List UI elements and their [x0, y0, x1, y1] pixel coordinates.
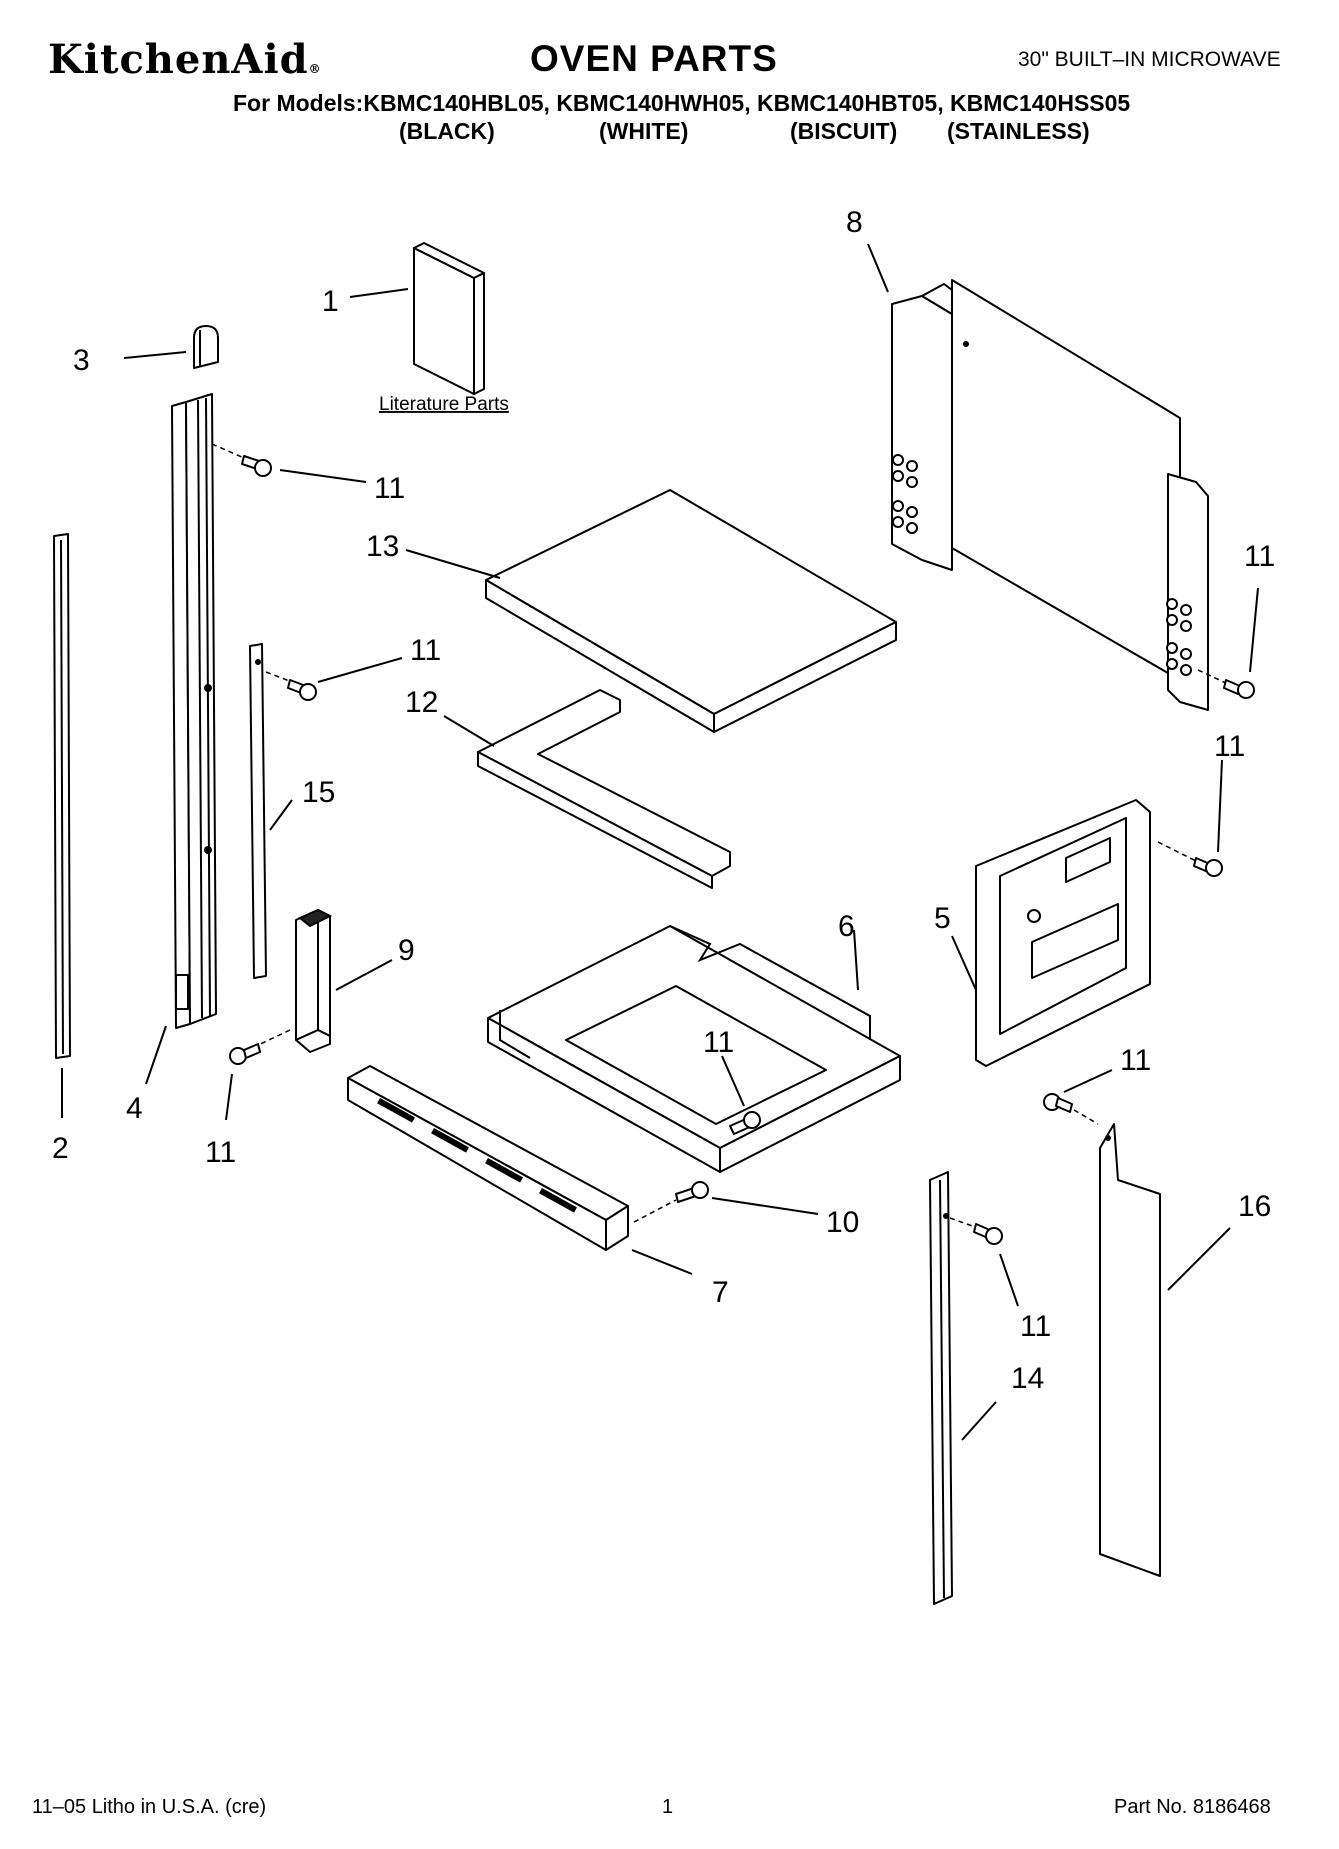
leader-line-11b	[317, 657, 403, 683]
callout-11-upper-right: 11	[1244, 540, 1275, 573]
leader-line-16	[1167, 1227, 1231, 1291]
side-insulation-panel	[1099, 1123, 1161, 1577]
leader-line-6	[853, 929, 859, 991]
screw-icon-11e	[1197, 669, 1255, 699]
leader-line-12	[443, 715, 495, 747]
right-side-panel	[891, 279, 1209, 711]
callout-11-top-left: 11	[374, 472, 405, 505]
part-number: Part No. 8186468	[1114, 1796, 1271, 1818]
leader-line-3	[123, 351, 187, 359]
leader-line-15	[269, 799, 293, 831]
leader-line-11d	[721, 1055, 745, 1107]
page-number: 1	[662, 1796, 674, 1818]
leader-line-11h	[999, 1253, 1019, 1307]
literature-parts-label: Literature Parts	[379, 394, 509, 415]
vent-holes-lower	[1166, 598, 1192, 676]
screw-icon-11h	[949, 1217, 1003, 1245]
callout-6: 6	[838, 910, 855, 943]
literature-booklet	[413, 242, 485, 395]
leader-line-13	[405, 549, 501, 579]
callout-4: 4	[126, 1092, 143, 1125]
leader-line-11e	[1249, 587, 1259, 673]
leader-line-11g	[1063, 1069, 1113, 1093]
bottom-tray-frame	[487, 925, 901, 1173]
callout-5: 5	[934, 902, 951, 935]
screw-icon-11b	[265, 671, 317, 701]
callout-15: 15	[302, 776, 335, 809]
screw-icon-11f	[1157, 841, 1223, 877]
callout-11-right: 11	[1120, 1044, 1151, 1077]
narrow-trim-strip	[249, 643, 267, 979]
color-label-stainless: (STAINLESS)	[947, 118, 1090, 144]
callout-16: 16	[1238, 1190, 1271, 1223]
callout-11-lower-left: 11	[205, 1136, 236, 1169]
product-type: 30" BUILT–IN MICROWAVE	[1018, 48, 1281, 71]
callout-1: 1	[322, 285, 339, 318]
leader-line-8	[867, 243, 889, 293]
brand-logo: KitchenAid®	[48, 36, 322, 83]
callout-11-mid-right: 11	[1214, 730, 1245, 763]
leader-line-11c	[225, 1073, 233, 1121]
leader-line-1	[349, 288, 409, 298]
vent-holes-upper	[892, 454, 918, 534]
page-title: OVEN PARTS	[530, 38, 778, 79]
color-label-black: (BLACK)	[399, 118, 495, 144]
callout-3: 3	[73, 344, 90, 377]
leader-line-9	[335, 959, 393, 991]
callout-11-mid-left: 11	[410, 634, 441, 667]
callout-9: 9	[398, 934, 415, 967]
side-trim-rod	[53, 533, 71, 1059]
screw-icon-11a	[211, 443, 272, 477]
front-vent-grille	[347, 1065, 629, 1251]
leader-line-5	[951, 935, 977, 991]
callout-2: 2	[52, 1132, 69, 1165]
callout-7: 7	[712, 1276, 729, 1309]
side-channel-left	[171, 393, 217, 1029]
callout-13: 13	[366, 530, 399, 563]
litho-note: 11–05 Litho in U.S.A. (cre)	[32, 1796, 267, 1818]
callout-14: 14	[1011, 1362, 1044, 1395]
leader-line-11a	[279, 469, 367, 483]
top-insulation-panel	[485, 489, 897, 733]
color-label-white: (WHITE)	[599, 118, 689, 144]
screw-icon-11d	[729, 1111, 761, 1135]
vertical-side-trim	[929, 1171, 953, 1605]
rear-mounting-plate	[975, 799, 1151, 1067]
leader-line-4	[145, 1025, 167, 1085]
screw-icon-10	[633, 1181, 709, 1223]
leader-line-7	[631, 1249, 693, 1275]
screw-icon-11c	[229, 1029, 291, 1065]
leader-line-14	[961, 1401, 997, 1441]
callout-10: 10	[826, 1206, 859, 1239]
callout-11-center: 11	[703, 1026, 734, 1059]
models-line: For Models:KBMC140HBL05, KBMC140HWH05, K…	[233, 90, 1131, 116]
l-shaped-seal	[477, 689, 731, 889]
color-label-biscuit: (BISCUIT)	[790, 118, 898, 144]
callout-8: 8	[846, 206, 863, 239]
mounting-bracket	[295, 908, 333, 1053]
leader-line-11f	[1217, 759, 1223, 853]
screw-icon-11g	[1043, 1093, 1099, 1125]
registered-mark: ®	[308, 62, 322, 76]
callout-11-bottom-right: 11	[1020, 1310, 1051, 1343]
trim-end-cap	[193, 325, 219, 369]
callout-12: 12	[405, 686, 438, 719]
leader-line-10	[711, 1197, 819, 1215]
